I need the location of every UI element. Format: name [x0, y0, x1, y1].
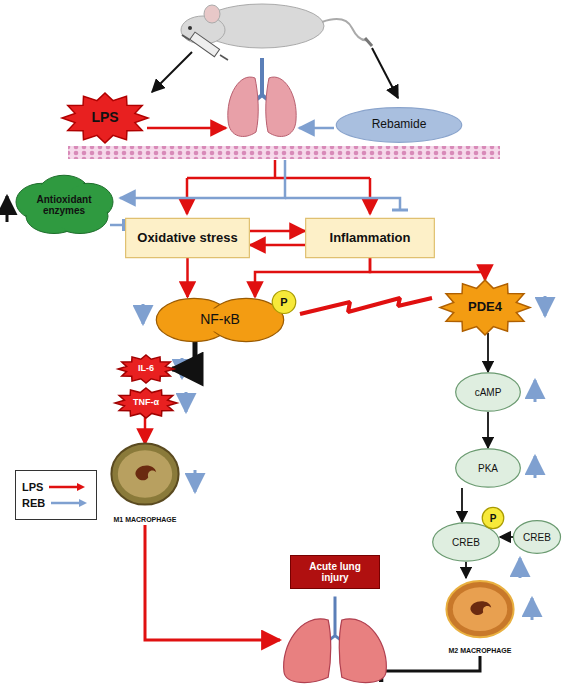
membrane	[68, 146, 500, 159]
node-label: Rebamide	[372, 118, 427, 131]
connector-arrow	[110, 224, 125, 227]
connector-arrow	[186, 258, 189, 297]
legend-line	[49, 482, 85, 492]
process-box: Inflammation	[305, 218, 435, 258]
node-label: M1 MACROPHAGE	[113, 516, 176, 524]
node-label: cAMP	[475, 387, 502, 398]
legend-row: REB	[22, 497, 90, 509]
level-arrows	[143, 296, 545, 620]
enzyme-burst: PDE4	[440, 280, 530, 335]
factor-ellipse: CREB	[513, 520, 561, 554]
enzyme-cloud: Antioxidant enzymes	[14, 174, 114, 236]
connector-arrow	[500, 536, 513, 538]
node-label: M2 MACROPHAGE	[448, 647, 511, 655]
node-label: PKA	[478, 463, 498, 474]
connector-arrow	[172, 341, 195, 369]
node-label: Oxidative stress	[137, 231, 237, 245]
legend: LPS REB	[15, 470, 97, 520]
connector-arrow	[250, 230, 305, 233]
legend-label: LPS	[22, 481, 43, 493]
drug-ellipse: Rebamide	[335, 107, 463, 143]
node-label: Antioxidant enzymes	[26, 194, 102, 216]
macro-outline	[105, 440, 185, 525]
cytokine-burst: TNF-α	[115, 388, 177, 418]
connector-arrow	[487, 412, 489, 448]
phosphate-circle: P	[482, 507, 504, 529]
cytokine-burst: IL-6	[118, 355, 174, 383]
lungs	[228, 58, 296, 136]
injured-lung: Acute lung injury	[250, 555, 420, 685]
connector-arrow	[145, 525, 280, 640]
legend-line	[51, 498, 87, 508]
node-label: TNF-α	[133, 398, 159, 408]
node-label: PDE4	[468, 300, 502, 314]
connector-arrow	[250, 244, 305, 247]
connector-arrow	[487, 333, 489, 372]
node-label: P	[490, 513, 497, 524]
protein-shape: NF-κB	[155, 297, 285, 343]
macrophage-cell: M2 MACROPHAGE	[440, 578, 520, 656]
node-label: CREB	[452, 537, 480, 548]
node-label: CREB	[523, 532, 551, 543]
connector-arrow	[465, 562, 467, 578]
connector-arrow	[380, 656, 480, 671]
connector-arrow	[370, 258, 485, 280]
connector-arrow	[144, 416, 147, 444]
legend-label: REB	[22, 497, 45, 509]
node-label: LPS	[91, 110, 118, 125]
mouse	[181, 4, 372, 48]
macrophage-cell: M1 MACROPHAGE	[105, 440, 185, 525]
node-label: Acute lung injury	[290, 555, 380, 589]
node-label: NF-κB	[200, 312, 240, 327]
phosphate-circle: P	[272, 290, 296, 314]
kinase-ellipse: PKA	[455, 448, 521, 488]
connector-arrow	[461, 488, 463, 522]
process-box: Oxidative stress	[125, 218, 250, 258]
macro2-outline	[440, 578, 520, 656]
connector-arrow	[255, 258, 370, 297]
legend-row: LPS	[22, 481, 90, 493]
node-label: IL-6	[138, 364, 154, 374]
node-label: P	[280, 296, 287, 308]
messenger-ellipse: cAMP	[455, 372, 521, 412]
stimulus-burst: LPS	[62, 93, 148, 143]
node-label: Inflammation	[330, 231, 411, 245]
